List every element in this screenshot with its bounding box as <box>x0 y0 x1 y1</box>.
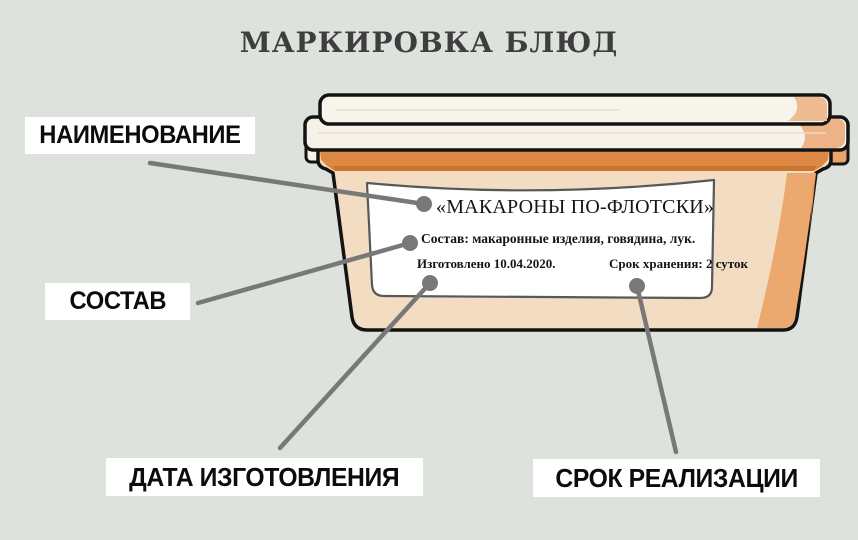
callout-box-name: НАИМЕНОВАНИЕ <box>25 117 255 154</box>
callout-label-manufacture-date: ДАТА ИЗГОТОВЛЕНИЯ <box>129 461 400 492</box>
container-rim-shadow <box>333 166 816 171</box>
callout-dot-manufacture-date <box>422 275 438 291</box>
storage-period: Срок хранения: 2 суток <box>609 256 748 271</box>
callout-dot-name <box>416 196 432 212</box>
callout-line-composition <box>195 240 413 306</box>
callout-line-name <box>147 160 427 207</box>
lid-top-shading <box>788 97 827 121</box>
product-name: «МАКАРОНЫ ПО-ФЛОТСКИ» <box>436 196 715 218</box>
callout-line-manufacture-date <box>277 280 433 451</box>
callout-dot-composition <box>402 235 418 251</box>
callout-label-name: НАИМЕНОВАНИЕ <box>39 121 241 149</box>
callout-box-manufacture-date: ДАТА ИЗГОТОВЛЕНИЯ <box>106 458 423 496</box>
callout-box-sale-period: СРОК РЕАЛИЗАЦИИ <box>533 459 820 497</box>
callout-label-composition: СОСТАВ <box>69 287 166 315</box>
body-shading-right-deep <box>801 173 816 298</box>
product-label-shape <box>365 178 716 300</box>
callout-line-sale-period <box>634 283 679 455</box>
production-date: Изготовлено 10.04.2020. <box>417 256 556 271</box>
product-composition: Состав: макаронные изделия, говядина, лу… <box>421 231 696 246</box>
body-shading-right <box>757 173 816 328</box>
callout-box-composition: СОСТАВ <box>45 283 190 320</box>
page-title: МАРКИРОВКА БЛЮД <box>239 26 619 59</box>
food-container <box>303 93 850 332</box>
callout-label-sale-period: СРОК РЕАЛИЗАЦИИ <box>555 462 798 493</box>
callout-dot-sale-period <box>629 278 645 294</box>
